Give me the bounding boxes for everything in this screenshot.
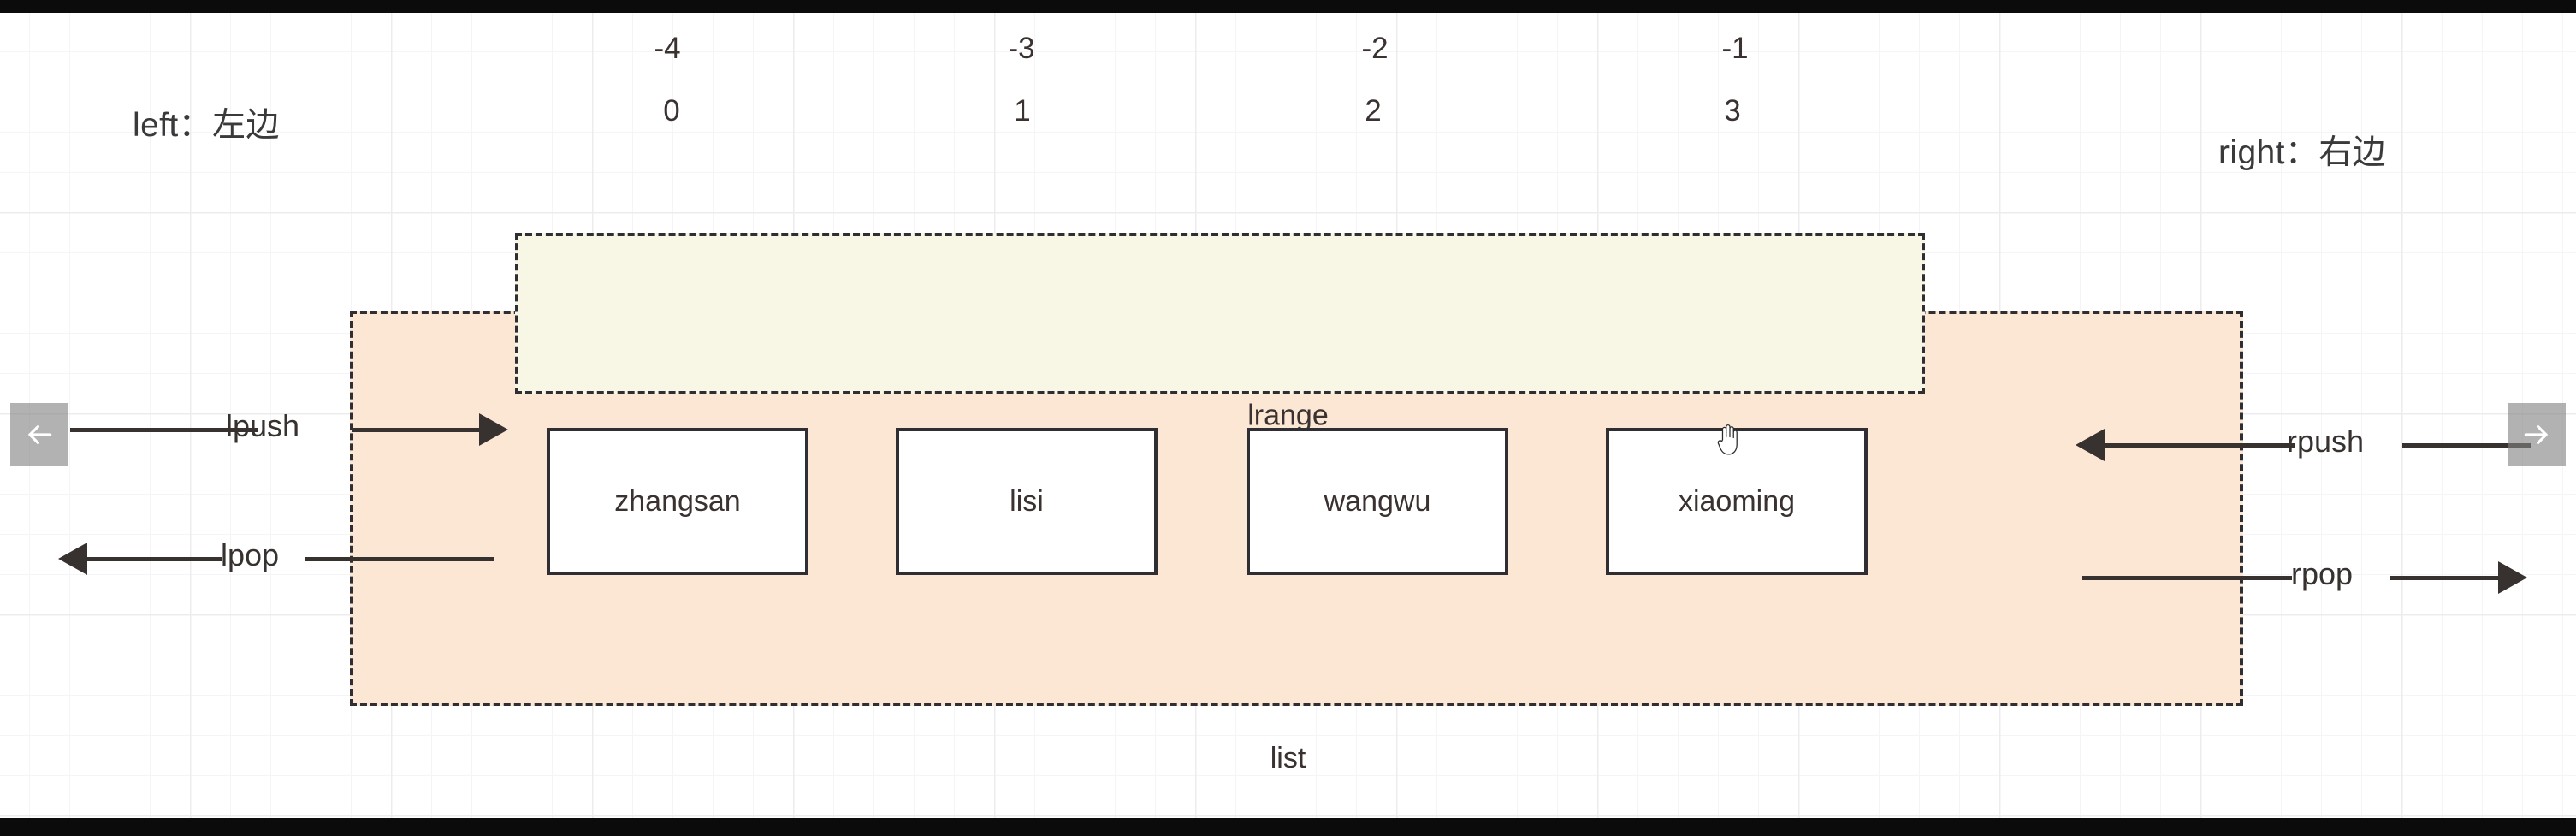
rpop-operation-label: rpop <box>2291 556 2354 591</box>
list-element-label: zhangsan <box>614 484 741 518</box>
list-element-zhangsan[interactable]: zhangsan <box>547 428 808 575</box>
arrow-left-icon <box>28 424 52 445</box>
lrange-positive-index-0: 0 <box>663 94 680 127</box>
lpop-arrowhead-icon <box>58 543 87 575</box>
list-element-label: xiaoming <box>1678 484 1796 518</box>
lrange-negative-index-3: -1 <box>1721 32 1749 65</box>
lrange-negative-index-2: -2 <box>1361 32 1389 65</box>
lrange-negative-index-1: -3 <box>1008 32 1035 65</box>
list-element-lisi[interactable]: lisi <box>896 428 1158 575</box>
arrow-right-icon <box>2524 424 2548 445</box>
diagram-canvas: left：左边 right：右边 list -4 -3 -2 -1 0 1 2 … <box>0 13 2576 818</box>
rpush-arrowhead-icon <box>2076 429 2105 461</box>
rpush-operation-label: rpush <box>2287 424 2365 459</box>
list-element-xiaoming[interactable]: xiaoming <box>1606 428 1868 575</box>
lrange-positive-index-2: 2 <box>1365 94 1382 127</box>
lrange-negative-index-0: -4 <box>654 32 681 65</box>
rpop-line-inner <box>2082 576 2292 580</box>
lpop-operation-label: lpop <box>221 537 280 572</box>
lrange-caption-label: lrange <box>1247 399 1329 431</box>
right-side-label: right：右边 <box>2218 134 2387 171</box>
prev-slide-button[interactable] <box>10 403 68 466</box>
lpush-line-outer <box>70 428 258 432</box>
rpush-line-outer <box>2402 443 2531 448</box>
left-side-label: left：左边 <box>133 107 280 144</box>
lrange-positive-index-1: 1 <box>1014 94 1031 127</box>
lpop-line-inner <box>305 557 494 561</box>
lpop-line-outer <box>86 557 222 561</box>
lrange-positive-index-3: 3 <box>1724 94 1741 127</box>
lpush-line-inner <box>352 428 485 432</box>
lpush-arrowhead-icon <box>479 413 508 446</box>
lrange-container[interactable] <box>515 233 1925 394</box>
list-caption-label: list <box>1270 742 1306 774</box>
rpop-line-outer <box>2390 576 2502 580</box>
next-slide-button[interactable] <box>2508 403 2566 466</box>
list-element-label: wangwu <box>1324 484 1431 518</box>
list-element-wangwu[interactable]: wangwu <box>1247 428 1508 575</box>
bottom-chrome-bar <box>0 818 2576 836</box>
rpop-arrowhead-icon <box>2498 561 2527 594</box>
rpush-line-inner <box>2103 443 2295 448</box>
list-element-label: lisi <box>1010 484 1044 518</box>
top-chrome-bar <box>0 0 2576 13</box>
lpush-operation-label: lpush <box>226 408 300 443</box>
